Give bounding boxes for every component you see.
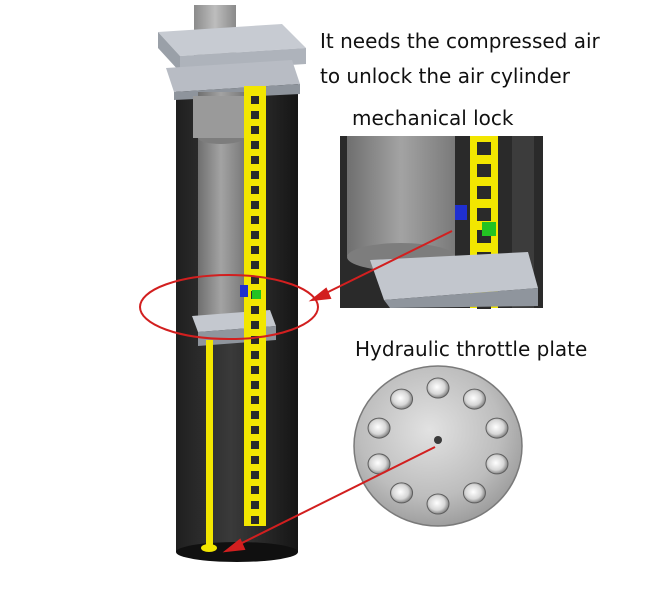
plate-arrow — [222, 446, 436, 553]
rack-slot — [251, 276, 259, 284]
plate-hole — [485, 417, 509, 439]
rack-slot — [251, 501, 259, 509]
plate-hole — [390, 388, 414, 410]
annotation-air-line-2: to unlock the air cylinder — [320, 64, 570, 88]
rack-slot — [251, 426, 259, 434]
rack-slot — [251, 216, 259, 224]
rack-slot — [251, 111, 259, 119]
lock-detail — [340, 136, 543, 309]
detail-rack-slot — [477, 186, 491, 199]
detail-rack-slot — [477, 164, 491, 177]
plate-hole — [426, 493, 450, 515]
plate-hole — [367, 417, 391, 439]
highlight-ellipse — [139, 274, 319, 340]
rack-slot — [251, 366, 259, 374]
plate-hole — [485, 453, 509, 475]
rack-slot — [251, 471, 259, 479]
rack-slot — [251, 246, 259, 254]
annotation-air-line-1: It needs the compressed air — [320, 29, 600, 53]
rack-slot — [251, 141, 259, 149]
detail-rack-slot — [477, 142, 491, 155]
rack-slot — [251, 201, 259, 209]
plate-hole — [462, 482, 486, 504]
plate-hole — [426, 377, 450, 399]
top-bracket — [158, 24, 306, 100]
lock-sensor — [252, 290, 261, 299]
rack-slot — [251, 396, 259, 404]
yellow-rack — [244, 86, 266, 526]
rack-slot — [251, 306, 259, 314]
rack-slot — [251, 351, 259, 359]
rack-slot — [251, 516, 259, 524]
plate-hole — [390, 482, 414, 504]
detail-rack-slot — [477, 208, 491, 221]
lock-block — [240, 285, 248, 297]
rack-slot — [251, 456, 259, 464]
annotation-mechanical-lock: mechanical lock — [352, 106, 514, 130]
rack-slot — [251, 96, 259, 104]
rack-slot — [251, 441, 259, 449]
rack-slot — [251, 381, 259, 389]
annotation-throttle-plate: Hydraulic throttle plate — [355, 337, 588, 361]
rack-slot — [251, 126, 259, 134]
rack-slot — [251, 186, 259, 194]
guide-rod — [206, 340, 213, 545]
rack-slot — [251, 261, 259, 269]
rack-slot — [251, 156, 259, 164]
throttle-plate — [353, 365, 523, 527]
rack-slot — [251, 321, 259, 329]
plate-hole — [462, 388, 486, 410]
lock-arrow — [308, 230, 453, 302]
rack-slot — [251, 336, 259, 344]
rack-slot — [251, 486, 259, 494]
rack-slot — [251, 171, 259, 179]
rack-slot — [251, 231, 259, 239]
lift-column — [139, 5, 319, 562]
rack-slot — [251, 411, 259, 419]
